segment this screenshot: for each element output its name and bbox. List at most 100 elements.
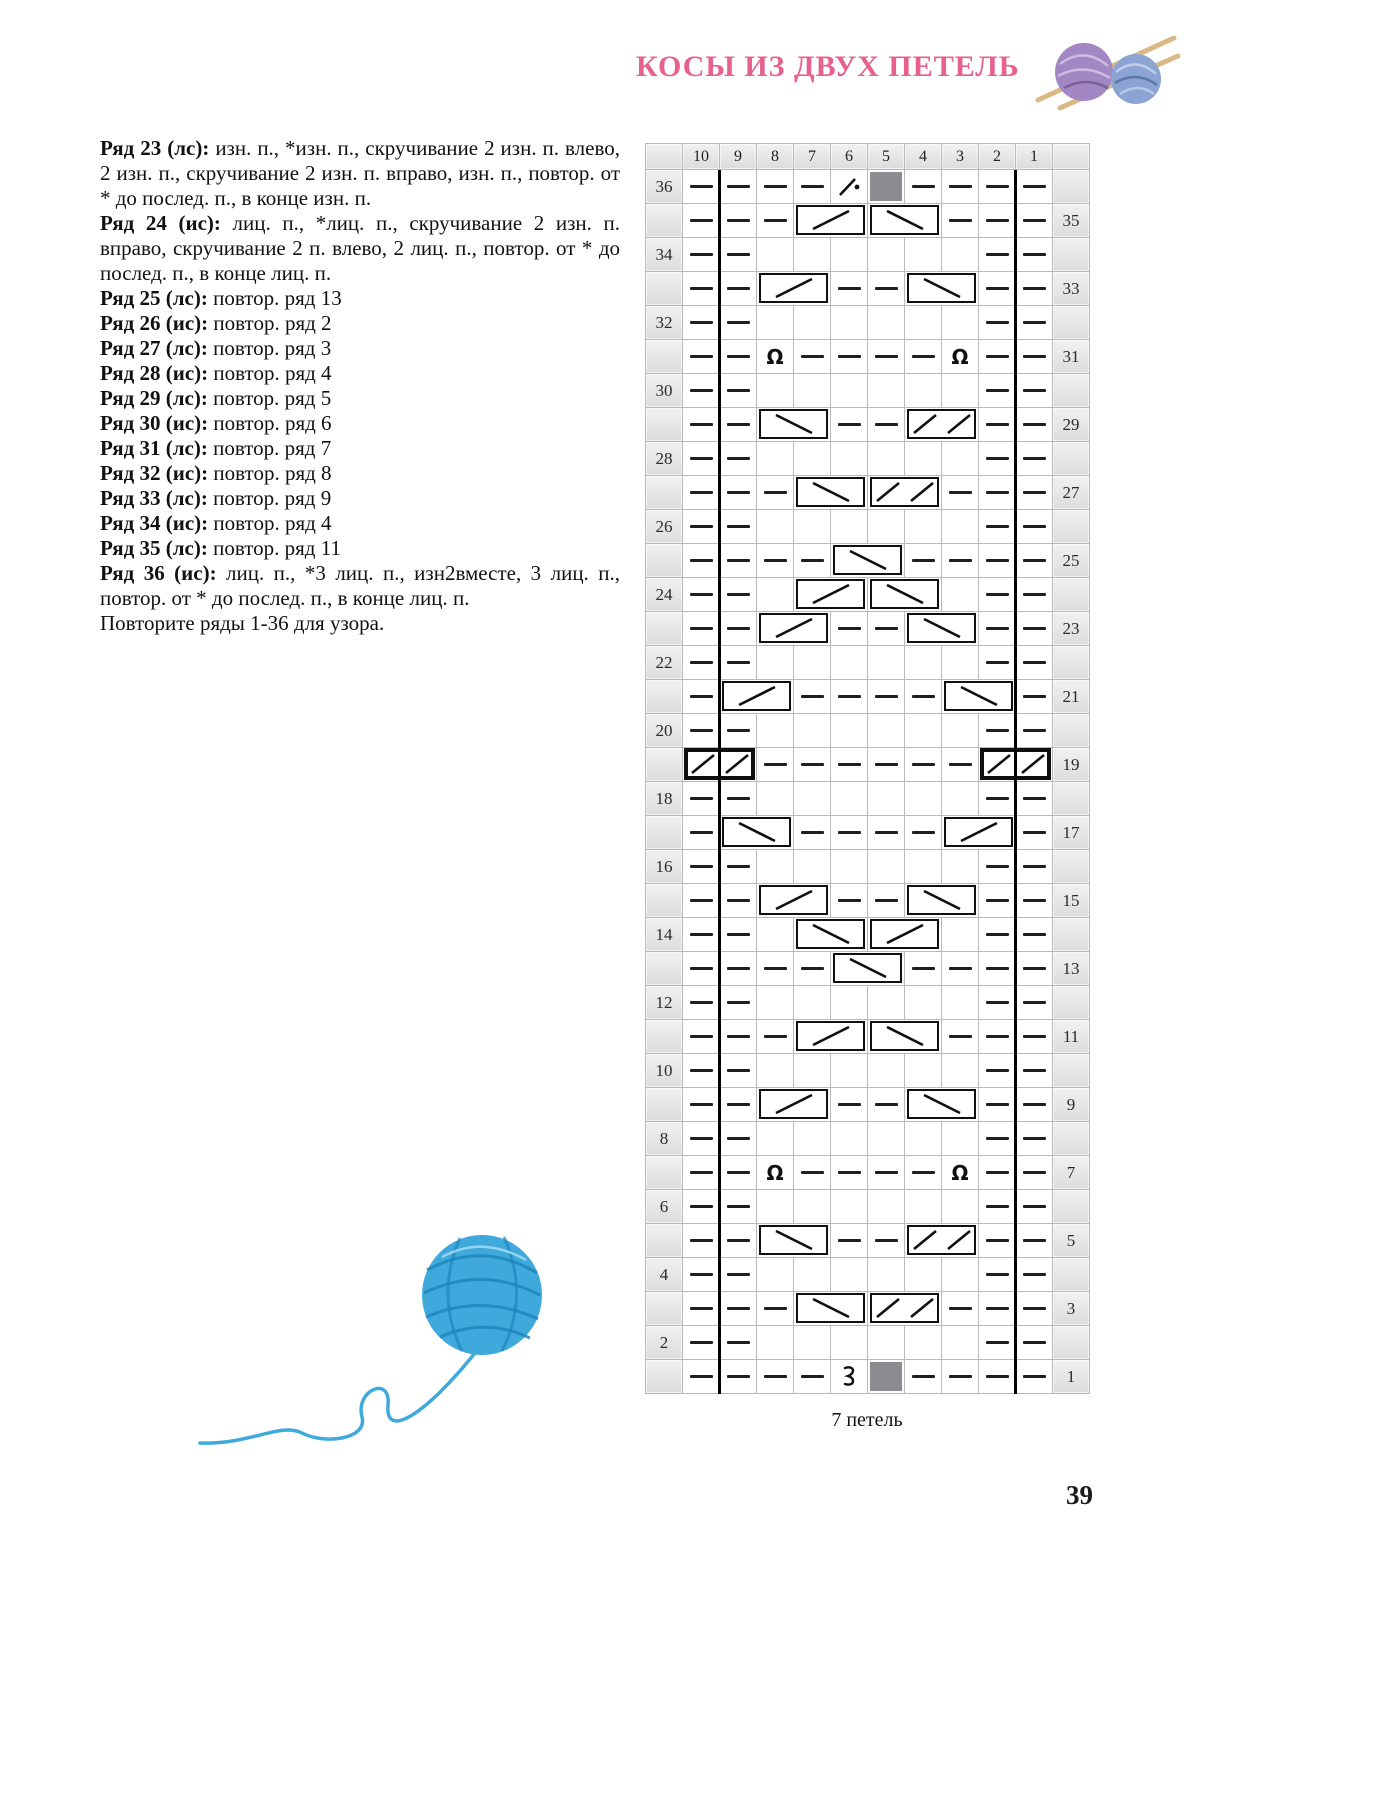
row-number-right [1053,238,1090,272]
purl-dash-symbol [800,1170,824,1175]
purl-dash-symbol [689,558,713,563]
purl-cell [720,986,757,1020]
row-label: Ряд 24 (ис): [100,211,221,235]
purl-dash-symbol [726,1000,750,1005]
purl-cell [1016,544,1053,578]
purl-cell [683,782,720,816]
purl-dash-symbol [911,558,935,563]
purl-dash-symbol [985,796,1009,801]
purl-cell [1016,714,1053,748]
twist-cell [831,952,905,986]
purl-dash-symbol [800,184,824,189]
purl-dash-symbol [726,1102,750,1107]
knit-cell [905,1190,942,1224]
twist-cell [905,884,979,918]
purl-dash-symbol [800,830,824,835]
instruction-line: Ряд 23 (лс): изн. п., *изн. п., скручива… [100,136,620,210]
purl-dash-symbol [763,966,787,971]
row-number-left: 32 [646,306,683,340]
purl-dash-symbol [763,184,787,189]
purl-dash-symbol [985,1204,1009,1209]
knit-cell [868,1122,905,1156]
purl-dash-symbol [985,592,1009,597]
purl-cell [757,1360,794,1394]
row-number-right [1053,1190,1090,1224]
purl-dash-symbol [1022,490,1046,495]
purl-dash-symbol [726,728,750,733]
column-number: 8 [757,144,794,170]
purl-dash-symbol [1022,456,1046,461]
purl-dash-symbol [689,898,713,903]
column-number: 1 [1016,144,1053,170]
knit-cell [757,850,794,884]
right-twist-symbol [907,273,976,303]
purl-dash-symbol [985,1068,1009,1073]
instruction-line: Ряд 27 (лс): повтор. ряд 3 [100,336,332,360]
yarn-ball-blue-icon [1111,54,1161,104]
chart-row: 14 [646,918,1090,952]
purl-cell [868,1088,905,1122]
chart-row: 23 [646,612,1090,646]
purl-cell [979,578,1016,612]
knit-cell [831,510,868,544]
purl-cell [1016,1292,1053,1326]
purl-cell [979,476,1016,510]
purl-cell [683,680,720,714]
row-number-right [1053,986,1090,1020]
purl-dash-symbol [948,490,972,495]
instruction-line: Ряд 36 (ис): лиц. п., *3 лиц. п., изн2вм… [100,561,620,610]
purl-cell [905,816,942,850]
knit-cell [905,238,942,272]
purl-cell [683,510,720,544]
row-number-right: 9 [1053,1088,1090,1122]
purl-dash-symbol [689,1034,713,1039]
purl-dash-symbol [1022,728,1046,733]
purl-dash-symbol [985,490,1009,495]
twist-cell [905,1224,979,1258]
purl-dash-symbol [874,626,898,631]
chart-row: 21 [646,680,1090,714]
purl-cell [683,408,720,442]
instruction-line: Ряд 34 (ис): повтор. ряд 4 [100,511,332,535]
purl-dash-symbol [1022,1340,1046,1345]
knit-cell [831,1190,868,1224]
purl-cell [905,748,942,782]
purl-cell [1016,408,1053,442]
purl-dash-symbol [763,762,787,767]
purl-cell [1016,1224,1053,1258]
knit-cell [794,986,831,1020]
purl-cell [720,1360,757,1394]
corner-cell [646,144,683,170]
purl-cell [1016,510,1053,544]
row-label: Ряд 25 (лс): [100,286,208,310]
row-number-left [646,340,683,374]
purl-dash-symbol [985,558,1009,563]
purl-cell [831,680,868,714]
right-twist-symbol [759,409,828,439]
purl-cell [1016,1020,1053,1054]
purl-cell [720,1020,757,1054]
purl-dash-symbol [689,966,713,971]
row-number-right: 17 [1053,816,1090,850]
purl-cell [868,748,905,782]
no-stitch-symbol [870,172,902,201]
purl-cell [720,374,757,408]
knit-cell [942,306,979,340]
purl-cell [720,578,757,612]
row-number-right [1053,1258,1090,1292]
purl-dash-symbol [985,1170,1009,1175]
purl-dash-symbol [726,354,750,359]
right-twist-symbol [907,613,976,643]
twist-cell [794,1020,868,1054]
purl-dash-symbol [763,1306,787,1311]
twist-cell [794,476,868,510]
purl-dash-symbol [726,422,750,427]
purl-dash-symbol [689,1340,713,1345]
left-twist-symbol [759,613,828,643]
knit-cell [905,714,942,748]
row-number-left [646,1292,683,1326]
chart-row: 24 [646,578,1090,612]
row-number-right [1053,442,1090,476]
purl-dash-symbol [689,1068,713,1073]
